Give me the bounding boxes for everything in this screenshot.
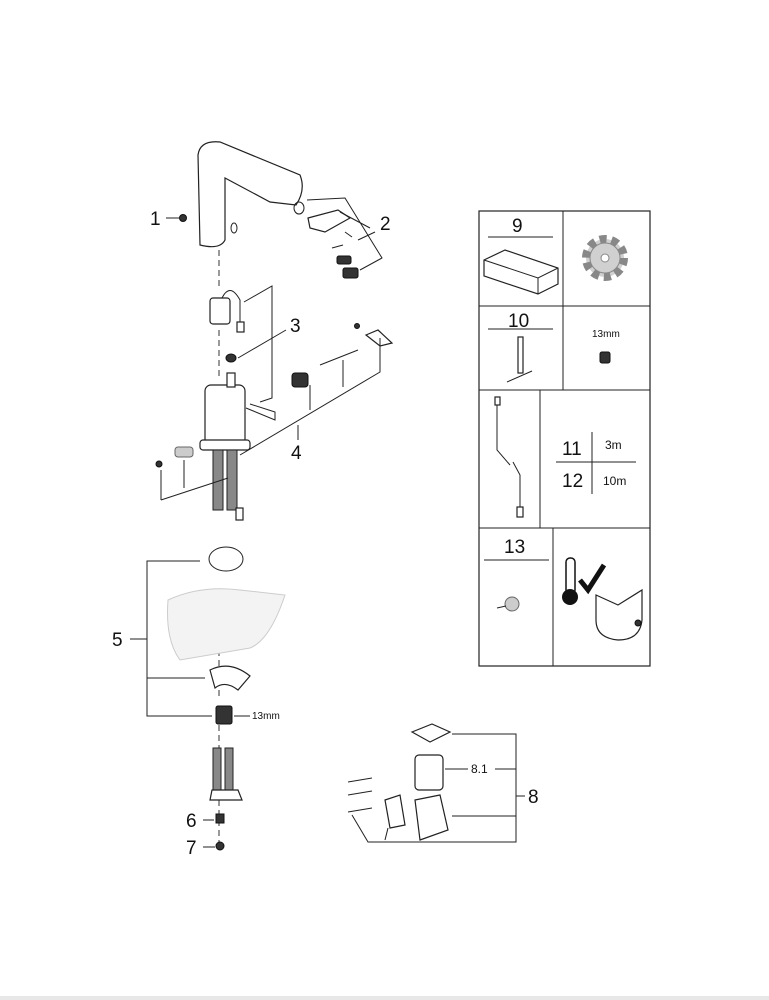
aerator-set [293,201,359,279]
nut-icon [599,351,611,364]
bottom-border [0,996,769,1000]
callout-6: 6 [186,811,197,832]
tool-key-icon [506,336,533,383]
callout-7: 7 [186,838,197,859]
item-11-length: 3m [605,438,622,452]
sensor-module [209,290,245,363]
screw-1 [179,214,187,222]
check-icon [578,563,607,595]
battery-box-set [347,723,452,841]
valve-body [155,323,394,521]
item-10-size: 13mm [592,329,620,340]
mounting-set [167,546,286,851]
gear-icon [582,235,628,281]
callout-8: 8 [528,787,539,808]
callout-4: 4 [291,443,302,464]
item-9-label: 9 [512,216,523,237]
callout-3: 3 [290,316,301,337]
thermometer-icon [562,557,578,605]
cover-icon [595,588,643,641]
callout-8-1: 8.1 [471,762,488,776]
item-12-length: 10m [603,474,626,488]
faucet-spout [197,141,303,248]
wrench-size-label: 13mm [252,711,280,722]
callout-1: 1 [150,209,161,230]
cable-icon [494,396,524,518]
item-13-label: 13 [504,537,525,558]
callout-2: 2 [380,214,391,235]
remote-control-icon [483,249,559,295]
knob-icon [496,596,520,612]
item-10-label: 10 [508,311,529,332]
item-12-label: 12 [562,471,583,492]
accessory-panel: 9 10 13mm 11 3m 12 1 [478,210,651,667]
callout-5: 5 [112,630,123,651]
item-11-label: 11 [562,439,582,460]
